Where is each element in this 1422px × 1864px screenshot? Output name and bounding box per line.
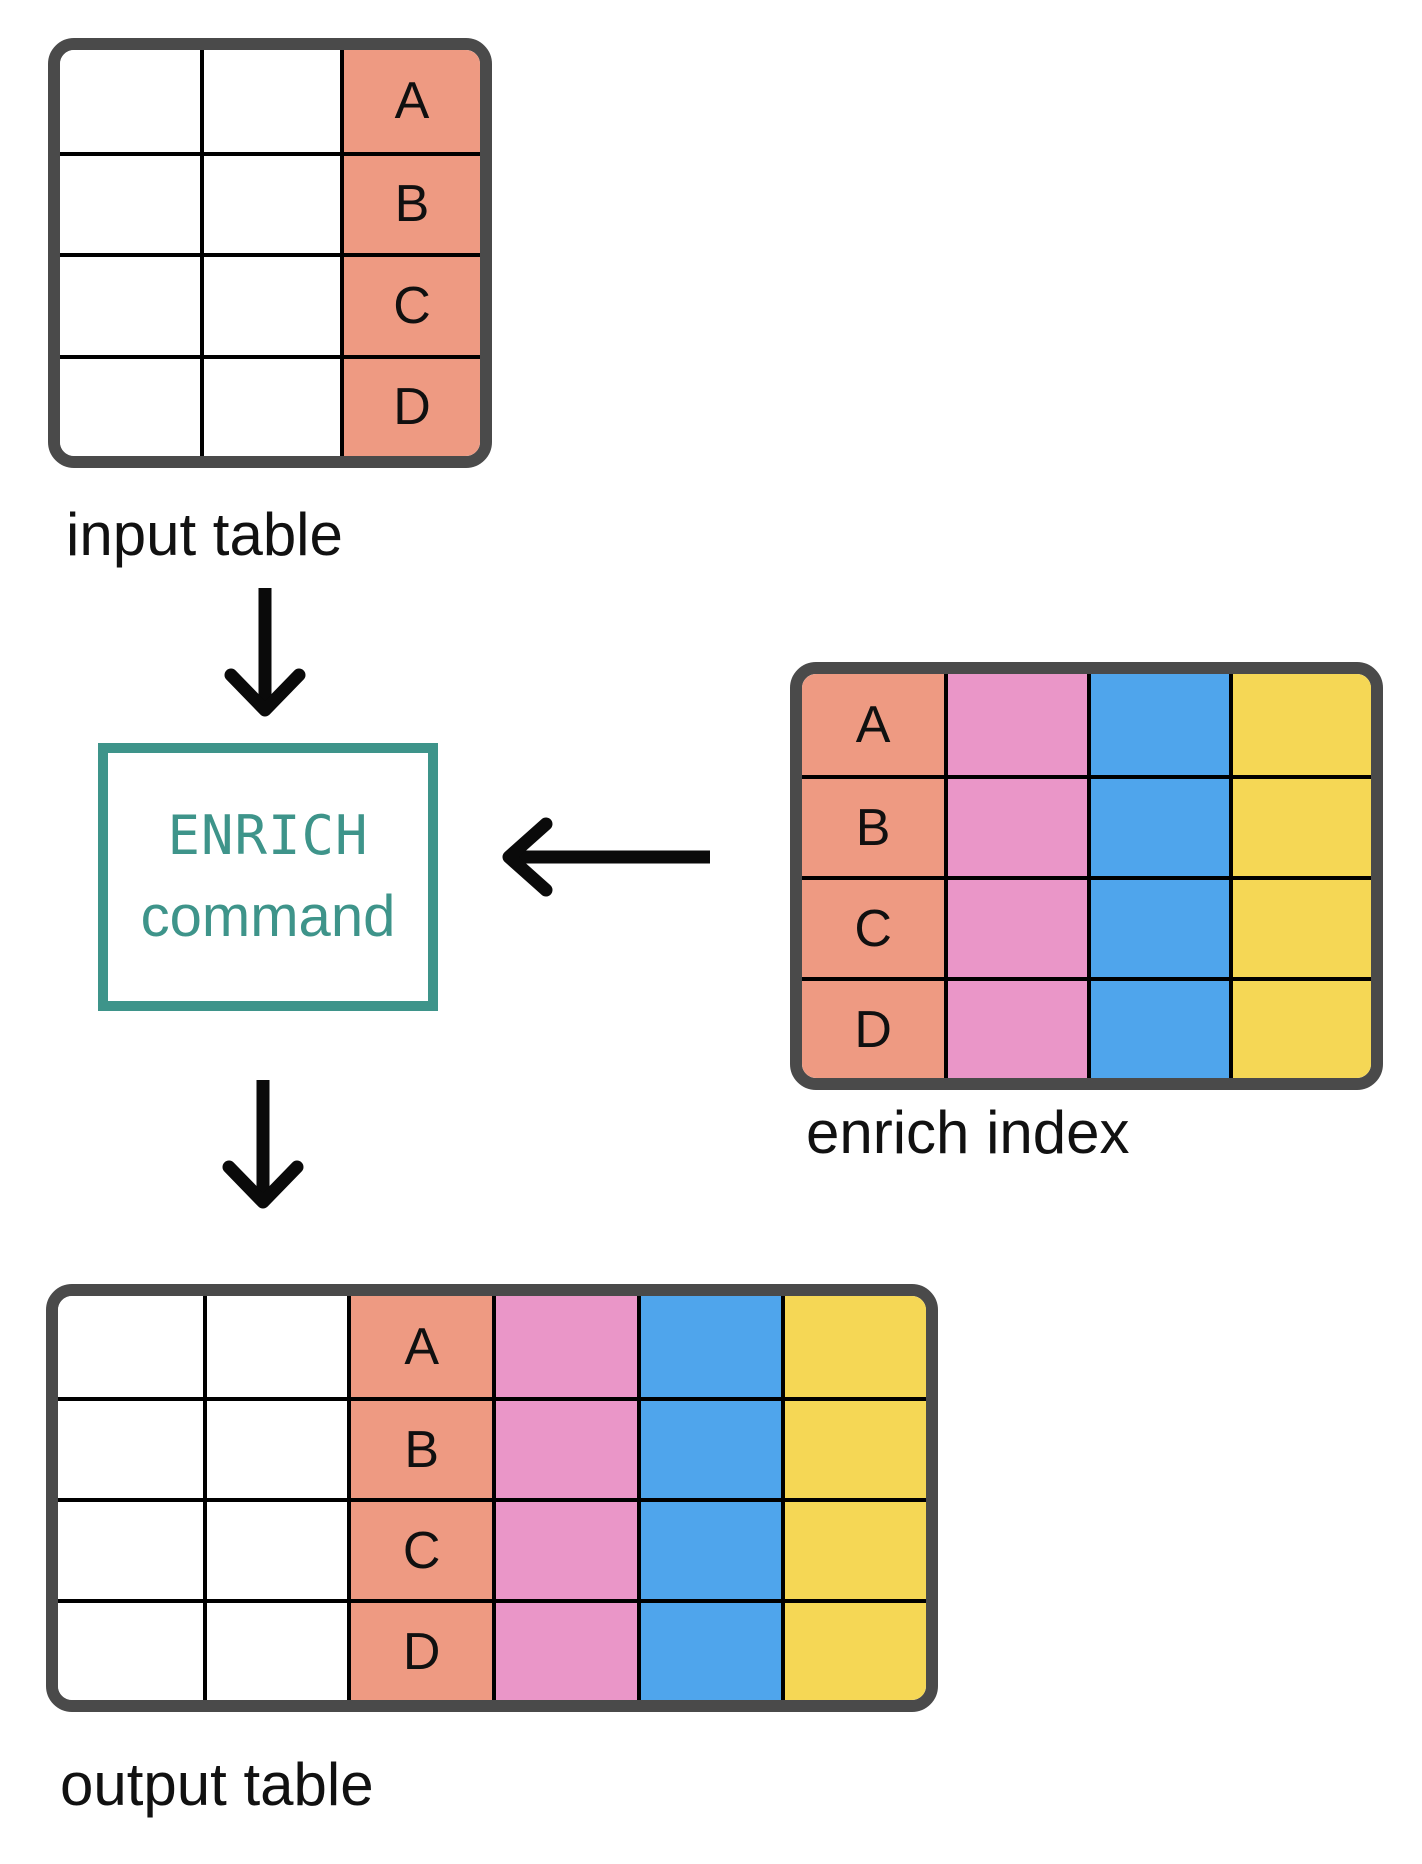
table-cell bbox=[944, 674, 1087, 775]
enrich-command-word: command bbox=[140, 884, 396, 949]
table-cell bbox=[200, 253, 340, 355]
table-cell bbox=[944, 977, 1087, 1078]
table-cell bbox=[1086, 775, 1229, 876]
table-cell bbox=[492, 1397, 637, 1498]
table-cell bbox=[200, 354, 340, 456]
enrich-command-keyword: ENRICH bbox=[167, 804, 369, 867]
table-cell bbox=[200, 50, 340, 152]
table-cell-key-A: A bbox=[802, 674, 945, 775]
table-cell bbox=[636, 1397, 782, 1498]
table-cell bbox=[58, 1296, 203, 1397]
table-cell bbox=[58, 1599, 203, 1700]
table-cell-key-A: A bbox=[340, 50, 480, 152]
table-cell bbox=[1228, 674, 1371, 775]
table-cell bbox=[944, 876, 1087, 977]
table-cell bbox=[1086, 977, 1229, 1078]
table-cell bbox=[1228, 775, 1371, 876]
input-table-label: input table bbox=[66, 501, 343, 568]
table-cell bbox=[60, 151, 200, 253]
table-cell bbox=[781, 1498, 926, 1599]
table-cell bbox=[58, 1397, 203, 1498]
table-cell-key-D: D bbox=[802, 977, 945, 1078]
table-cell bbox=[636, 1498, 782, 1599]
enrich-command-box: ENRICH command bbox=[98, 743, 438, 1011]
enrich-index-label: enrich index bbox=[806, 1099, 1130, 1166]
table-cell-key-B: B bbox=[340, 151, 480, 253]
table-cell bbox=[200, 151, 340, 253]
arrow-down-enrich-to-output-icon bbox=[222, 1080, 304, 1209]
table-cell bbox=[492, 1599, 637, 1700]
table-cell bbox=[202, 1397, 348, 1498]
table-cell bbox=[781, 1397, 926, 1498]
table-cell bbox=[1228, 876, 1371, 977]
table-cell bbox=[60, 50, 200, 152]
arrow-down-input-to-enrich-icon bbox=[224, 588, 306, 717]
table-cell-key-C: C bbox=[347, 1498, 492, 1599]
table-cell bbox=[636, 1599, 782, 1700]
table-cell bbox=[60, 253, 200, 355]
table-cell-key-C: C bbox=[340, 253, 480, 355]
table-cell bbox=[202, 1498, 348, 1599]
table-cell-key-C: C bbox=[802, 876, 945, 977]
table-cell bbox=[58, 1498, 203, 1599]
table-cell bbox=[781, 1599, 926, 1700]
table-cell bbox=[202, 1599, 348, 1700]
table-cell bbox=[944, 775, 1087, 876]
table-cell bbox=[1086, 674, 1229, 775]
table-cell bbox=[202, 1296, 348, 1397]
table-cell bbox=[60, 354, 200, 456]
table-cell bbox=[1228, 977, 1371, 1078]
table-cell bbox=[492, 1296, 637, 1397]
table-cell bbox=[636, 1296, 782, 1397]
table-cell-key-B: B bbox=[347, 1397, 492, 1498]
table-cell bbox=[1086, 876, 1229, 977]
arrow-left-index-to-enrich-icon bbox=[502, 817, 710, 897]
table-cell-key-A: A bbox=[347, 1296, 492, 1397]
table-cell bbox=[492, 1498, 637, 1599]
output-table-label: output table bbox=[60, 1751, 374, 1818]
table-cell-key-D: D bbox=[347, 1599, 492, 1700]
table-cell-key-D: D bbox=[340, 354, 480, 456]
table-cell bbox=[781, 1296, 926, 1397]
table-cell-key-B: B bbox=[802, 775, 945, 876]
